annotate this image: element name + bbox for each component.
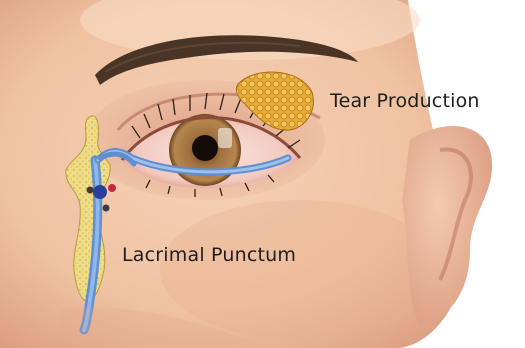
tear-production-label: Tear Production xyxy=(330,90,480,112)
pupil xyxy=(192,135,218,161)
ear xyxy=(402,126,492,325)
lacrimal-punctum-label: Lacrimal Punctum xyxy=(122,244,296,266)
lacrimal-sac xyxy=(93,185,107,199)
